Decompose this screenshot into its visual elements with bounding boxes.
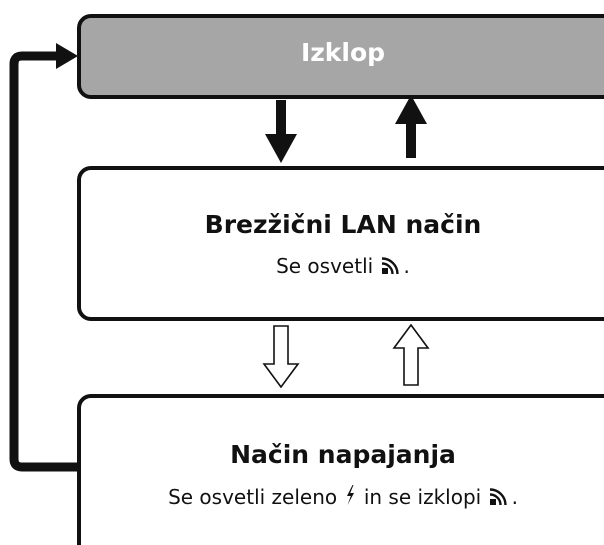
wlan-mode-box	[77, 166, 604, 321]
arrow-wlan-to-power	[262, 325, 300, 389]
off-state-box	[77, 14, 604, 99]
power-mode-description: Se osvetli zeleno in se izklopi .	[78, 484, 604, 509]
wlan-mode-description: Se osvetli .	[78, 254, 604, 278]
wlan-desc-before: Se osvetli	[276, 254, 380, 278]
power-mode-box	[77, 394, 604, 545]
arrow-off-to-wlan	[265, 100, 297, 163]
arrow-power-to-wlan	[392, 323, 430, 386]
lightning-bolt-icon	[347, 485, 355, 505]
wlan-mode-title: Brezžični LAN način	[204, 210, 482, 239]
power-desc-after: .	[511, 485, 518, 509]
wlan-desc-after: .	[403, 254, 410, 278]
return-loop-arrowhead	[56, 43, 78, 69]
power-desc-middle: in se izklopi	[357, 485, 488, 509]
arrow-wlan-to-off	[395, 95, 427, 158]
return-loop-line	[9, 51, 79, 472]
wireless-signal-icon	[381, 257, 399, 275]
off-state-title: Izklop	[300, 38, 386, 67]
power-desc-before: Se osvetli zeleno	[168, 485, 344, 509]
power-mode-title: Način napajanja	[230, 440, 456, 469]
wireless-signal-icon	[489, 488, 507, 506]
